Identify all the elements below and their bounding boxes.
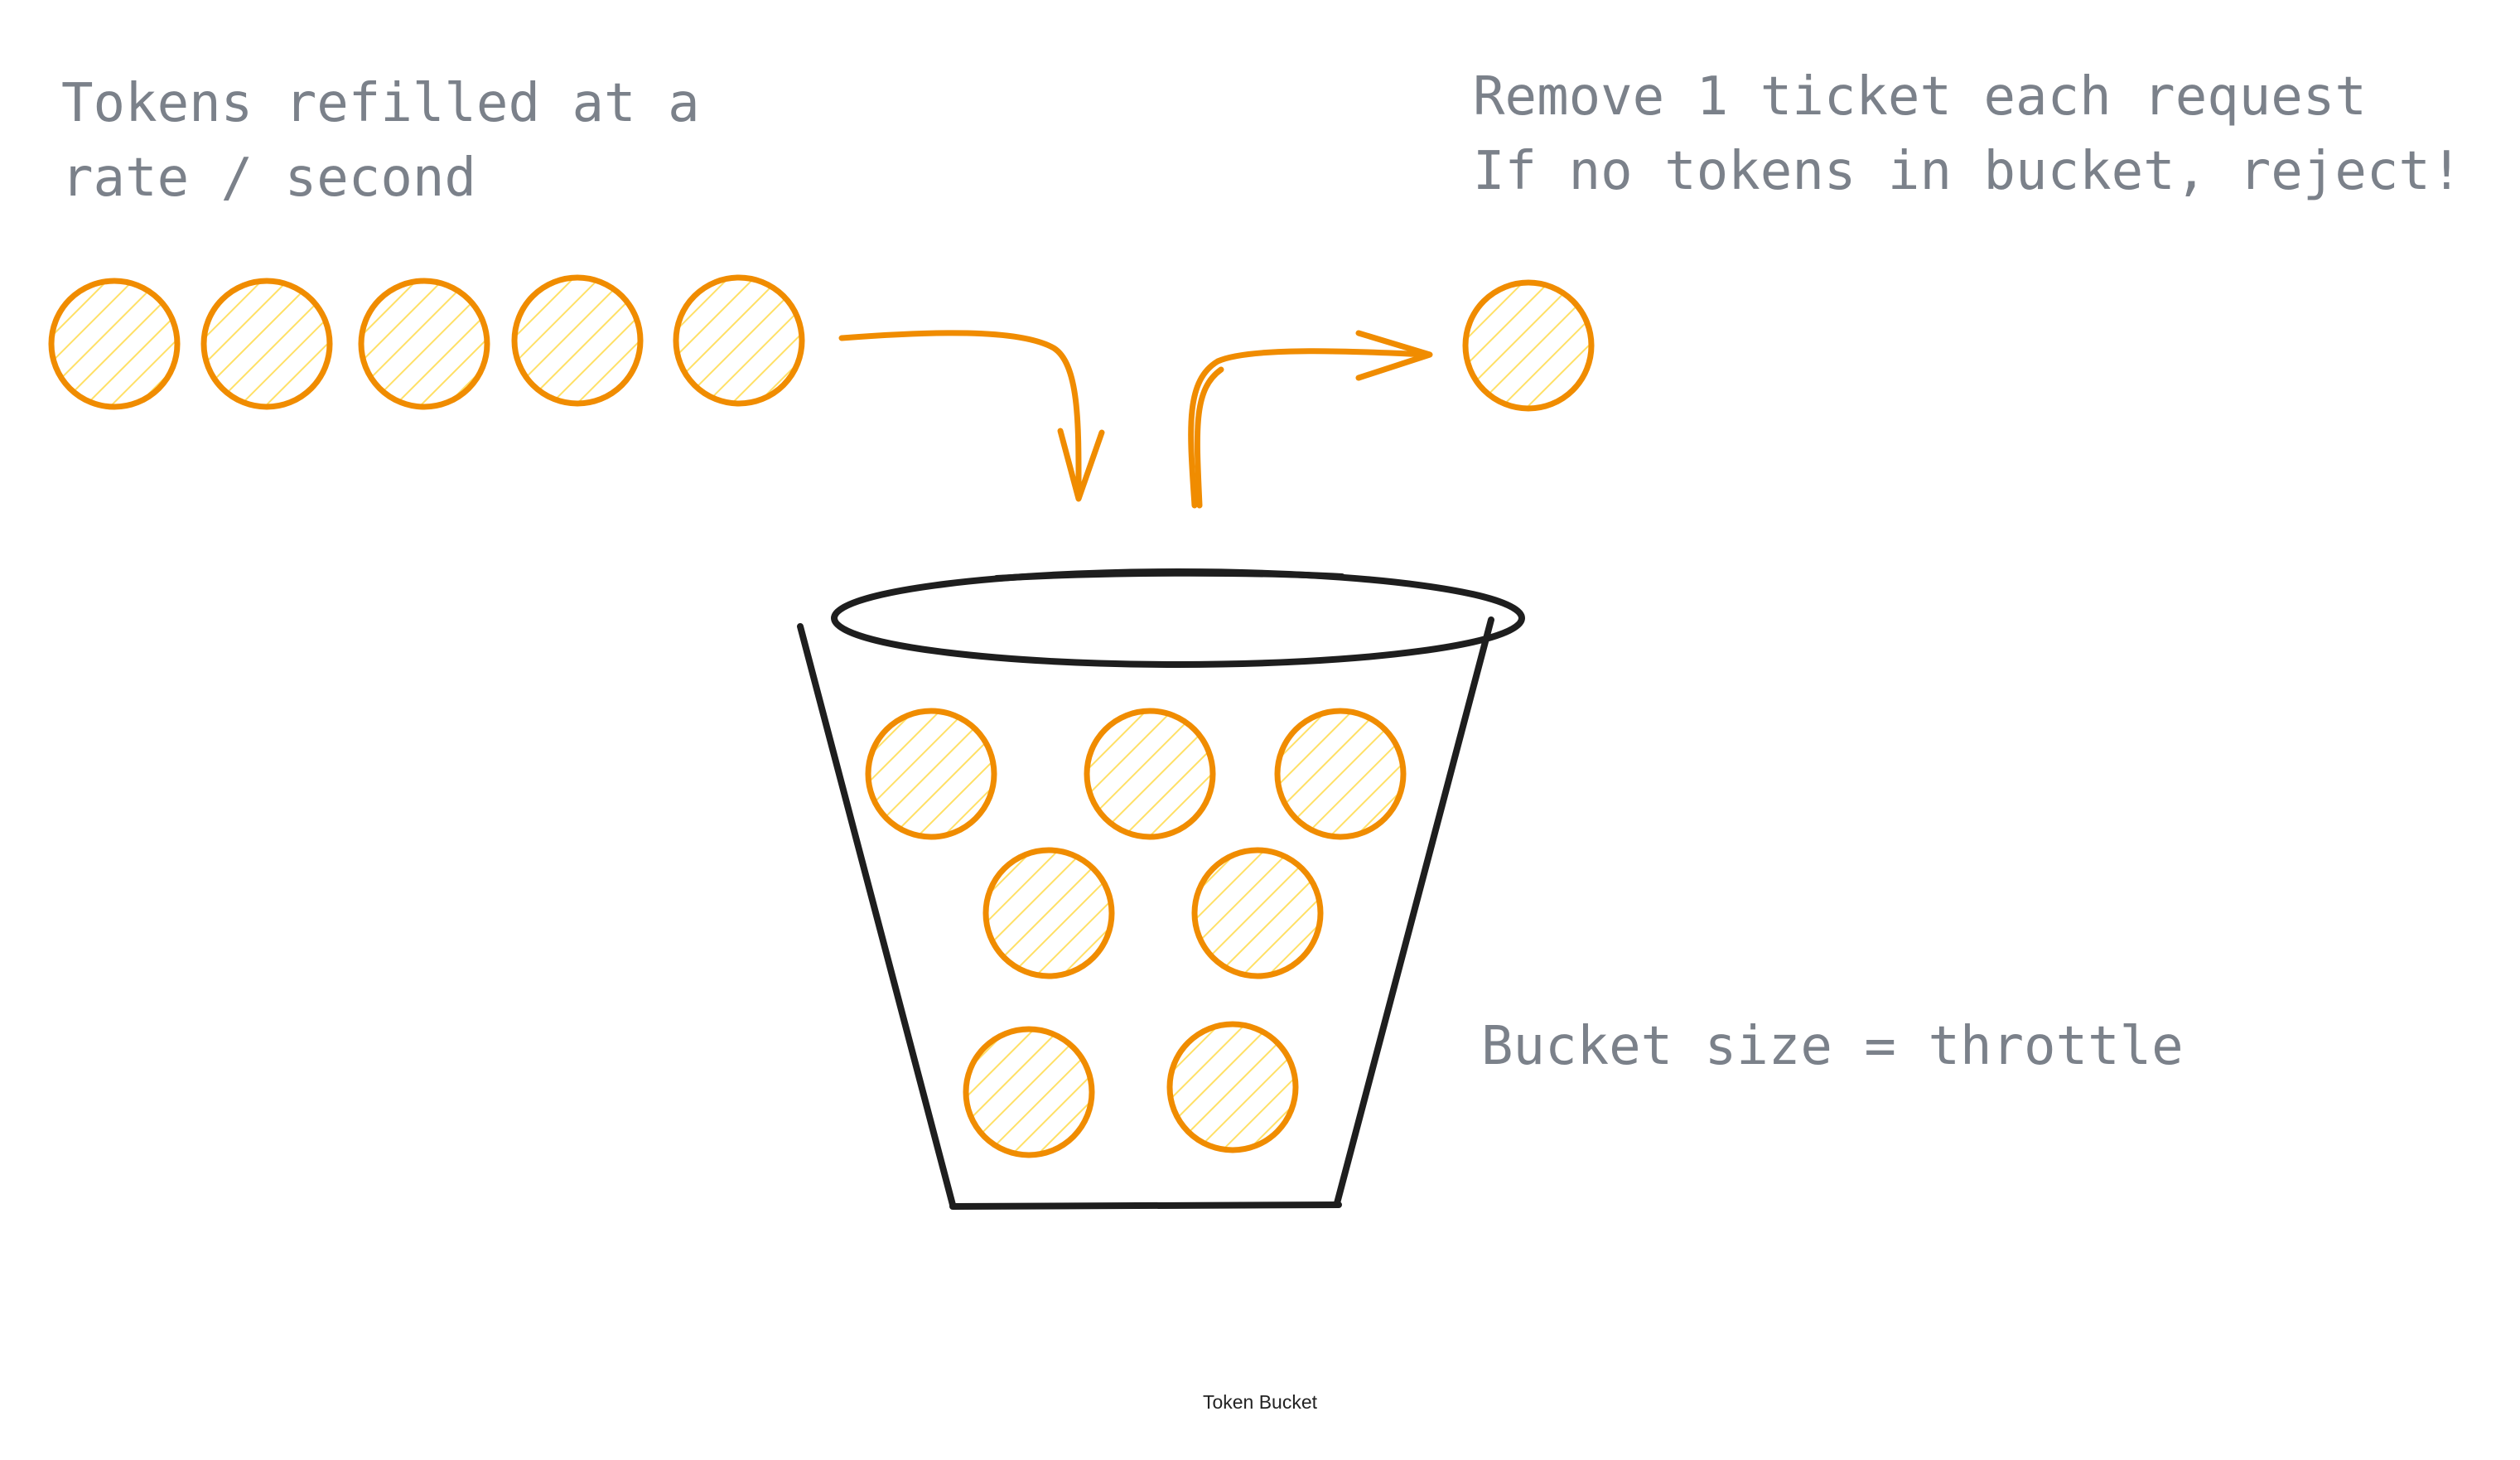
refill-annotation-line-2: rate / second: [61, 147, 476, 209]
token-icon: [986, 850, 1112, 976]
refill-annotation: Tokens refilled at a rate / second: [61, 73, 731, 209]
incoming-tokens: [51, 278, 802, 407]
token-icon: [676, 278, 802, 404]
bucket-size-annotation: Bucket size = throttle: [1481, 1016, 2184, 1077]
token-icon: [514, 278, 640, 404]
token-icon: [1277, 711, 1403, 837]
bucket-tokens: [868, 711, 1403, 1155]
token-icon: [868, 711, 994, 837]
consume-arrow: [1191, 333, 1430, 505]
token-icon: [361, 281, 487, 407]
bucket-icon: [800, 572, 1522, 1206]
token-icon: [204, 281, 330, 407]
token-icon: [1195, 850, 1320, 976]
request-annotation: Remove 1 ticket each request If no token…: [1473, 66, 2462, 202]
request-annotation-line-1: Remove 1 ticket each request: [1473, 66, 2367, 128]
token-icon: [966, 1029, 1092, 1155]
token-icon: [1170, 1024, 1296, 1150]
diagram-caption: Token Bucket: [1203, 1391, 1318, 1413]
outgoing-token-icon: [1465, 283, 1591, 409]
request-annotation-line-2: If no tokens in bucket, reject!: [1473, 141, 2462, 202]
token-icon: [51, 281, 177, 407]
refill-arrow: [842, 333, 1102, 499]
refill-annotation-line-1: Tokens refilled at a: [61, 73, 700, 134]
token-icon: [1087, 711, 1213, 837]
